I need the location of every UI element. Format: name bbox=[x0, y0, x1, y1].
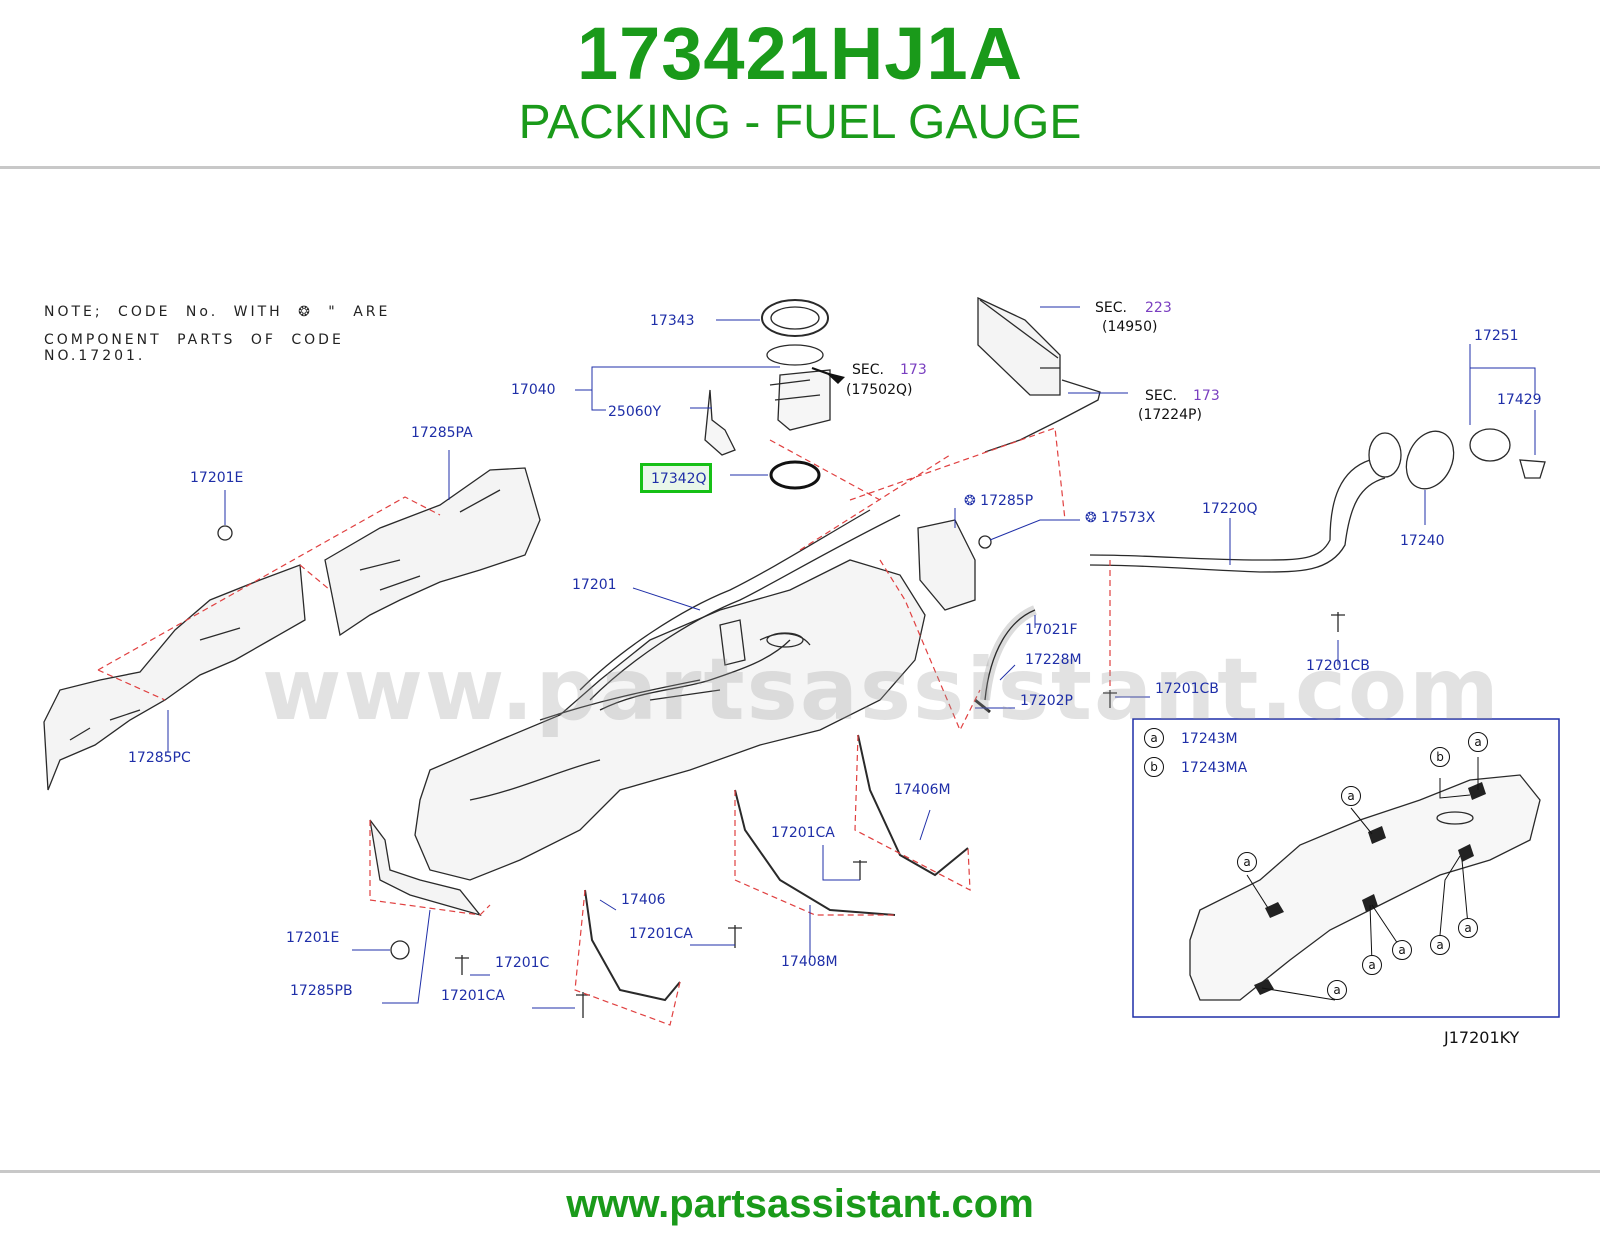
part-name-subtitle: PACKING - FUEL GAUGE bbox=[518, 96, 1082, 149]
sender-25060y bbox=[704, 389, 736, 456]
inset-callout-b: b bbox=[1430, 747, 1450, 767]
fuel-tank-17201 bbox=[414, 559, 926, 881]
inset-callout-a: a bbox=[1468, 732, 1488, 752]
band-17408m bbox=[734, 789, 896, 916]
heat-insulator-17285pa bbox=[324, 467, 541, 637]
note-line-2: COMPONENT PARTS OF CODE NO.17201. bbox=[44, 332, 344, 364]
label-sec-173-b: SEC. bbox=[1145, 388, 1177, 404]
inset-fuel-tank bbox=[1189, 774, 1541, 1001]
label-17343[interactable]: 17343 bbox=[650, 313, 695, 329]
inset-callout-a: a bbox=[1327, 980, 1347, 1000]
label-sec-173-b-ref: (17224P) bbox=[1138, 407, 1202, 423]
label-17201e-bottom[interactable]: 17201E bbox=[286, 930, 340, 946]
label-17408m[interactable]: 17408M bbox=[781, 954, 838, 970]
label-17202p[interactable]: 17202P bbox=[1020, 693, 1073, 709]
label-sec-173-a-link[interactable]: 173 bbox=[900, 362, 927, 378]
legend-circle-a: a bbox=[1144, 728, 1164, 748]
inset-callout-a: a bbox=[1430, 935, 1450, 955]
label-17406[interactable]: 17406 bbox=[621, 892, 666, 908]
label-17201e-top[interactable]: 17201E bbox=[190, 470, 244, 486]
label-17021f[interactable]: 17021F bbox=[1025, 622, 1078, 638]
label-sec-173-b-link[interactable]: 173 bbox=[1193, 388, 1220, 404]
legend-circle-b: b bbox=[1144, 757, 1164, 777]
lock-ring-17343 bbox=[761, 299, 829, 337]
highlighted-part-label: 17342Q bbox=[651, 471, 707, 487]
label-17201[interactable]: 17201 bbox=[572, 577, 617, 593]
label-sec-223-ref: (14950) bbox=[1102, 319, 1158, 335]
header-divider bbox=[0, 166, 1600, 169]
label-25060y[interactable]: 25060Y bbox=[608, 404, 662, 420]
label-17285p[interactable]: ❂ 17285P bbox=[964, 493, 1034, 509]
legend-17243ma[interactable]: 17243MA bbox=[1181, 760, 1248, 776]
label-17201cb-b[interactable]: 17201CB bbox=[1306, 658, 1370, 674]
label-sec-173-a: SEC. bbox=[852, 362, 884, 378]
canister bbox=[977, 296, 1061, 396]
label-sec-223-link[interactable]: 223 bbox=[1145, 300, 1172, 316]
legend-17243m[interactable]: 17243M bbox=[1181, 731, 1238, 747]
packing-17342q bbox=[769, 460, 821, 490]
filler-neck-17240 bbox=[1405, 430, 1455, 490]
label-17285pc[interactable]: 17285PC bbox=[128, 750, 191, 766]
fasteners bbox=[217, 525, 1345, 1018]
label-17201ca-c[interactable]: 17201CA bbox=[441, 988, 505, 1004]
label-17201ca-a[interactable]: 17201CA bbox=[771, 825, 835, 841]
note-line-1: NOTE; CODE No. WITH ❂ " ARE bbox=[44, 304, 391, 320]
label-17201ca-b[interactable]: 17201CA bbox=[629, 926, 693, 942]
dashed-leaders bbox=[97, 427, 1111, 1026]
cap-seal bbox=[1368, 432, 1402, 478]
filler-tube-17220q bbox=[1089, 459, 1371, 561]
label-sec-223: SEC. bbox=[1095, 300, 1127, 316]
fuel-pump-17040 bbox=[777, 369, 831, 431]
label-17573x[interactable]: ❂ 17573X bbox=[1085, 510, 1156, 526]
label-sec-173-a-ref: (17502Q) bbox=[846, 382, 913, 398]
label-17228m[interactable]: 17228M bbox=[1025, 652, 1082, 668]
inset-leaders bbox=[1246, 757, 1479, 1001]
highlighted-part-box[interactable]: 17342Q bbox=[640, 463, 712, 493]
band-17406m bbox=[857, 734, 969, 877]
heat-insulator-17285pc bbox=[43, 564, 306, 791]
label-17285pa[interactable]: 17285PA bbox=[411, 425, 473, 441]
label-17251[interactable]: 17251 bbox=[1474, 328, 1519, 344]
footer-url-link[interactable]: www.partsassistant.com bbox=[566, 1182, 1034, 1226]
page-header: 173421HJ1A PACKING - FUEL GAUGE bbox=[0, 0, 1600, 168]
diagram-code: J17201KY bbox=[1444, 1028, 1520, 1047]
label-17406m[interactable]: 17406M bbox=[894, 782, 951, 798]
band-17406 bbox=[584, 889, 681, 1002]
inset-callout-a: a bbox=[1392, 940, 1412, 960]
inset-callout-a: a bbox=[1237, 852, 1257, 872]
label-leaders bbox=[167, 306, 1536, 1009]
part-number-title: 173421HJ1A bbox=[576, 12, 1024, 95]
inset-callout-a: a bbox=[1362, 955, 1382, 975]
pump-flange bbox=[766, 344, 824, 366]
inset-callout-a: a bbox=[1458, 918, 1478, 938]
bracket-17285pb bbox=[369, 819, 482, 917]
label-17429[interactable]: 17429 bbox=[1497, 392, 1542, 408]
filler-cap-17251 bbox=[1469, 428, 1511, 462]
footer-divider bbox=[0, 1170, 1600, 1173]
inset-frame bbox=[1132, 718, 1560, 1018]
label-17240[interactable]: 17240 bbox=[1400, 533, 1445, 549]
protector-17285p bbox=[917, 519, 976, 611]
inset-callout-a: a bbox=[1341, 786, 1361, 806]
label-17220q[interactable]: 17220Q bbox=[1202, 501, 1258, 517]
label-17201c[interactable]: 17201C bbox=[495, 955, 550, 971]
label-17040[interactable]: 17040 bbox=[511, 382, 556, 398]
label-17201cb-a[interactable]: 17201CB bbox=[1155, 681, 1219, 697]
watermark-text: www.partsassistant.com bbox=[262, 640, 1501, 740]
label-17285pb[interactable]: 17285PB bbox=[290, 983, 353, 999]
